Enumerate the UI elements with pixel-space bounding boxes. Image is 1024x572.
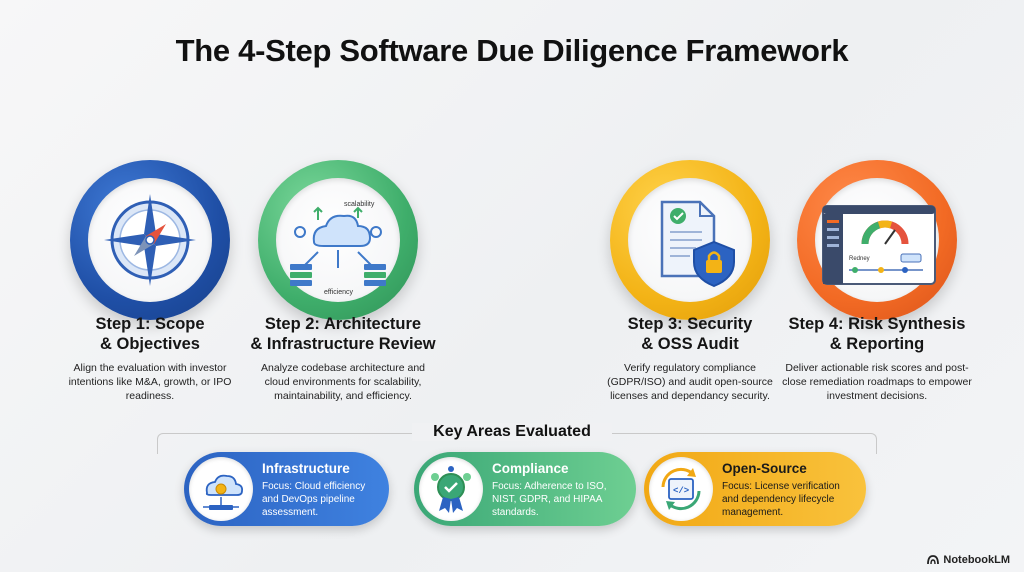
page-title: The 4-Step Software Due Diligence Framew… (175, 33, 849, 68)
brand-label: NotebookLM (943, 554, 1010, 566)
code-cycle-icon: </> (661, 467, 701, 511)
step-4-title: Step 4: Risk Synthesis& Reporting (788, 315, 966, 353)
open-source-desc: Focus: License verification and dependen… (722, 481, 840, 518)
scalability-label: scalability (344, 201, 375, 208)
step-1-desc: Align the evaluation with investor inten… (68, 362, 232, 402)
notebooklm-logo-icon (927, 555, 940, 565)
step-2-ring: scalability efficiency (258, 160, 418, 320)
open-source-title: Open-Source (722, 461, 807, 476)
award-ribbon-icon (431, 466, 471, 513)
dashboard-gauge-icon: Redney (822, 205, 936, 285)
step-1-title: Step 1: Scope& Objectives (95, 315, 205, 353)
document-lock-icon (660, 200, 735, 288)
roadmap-label: Redney (849, 256, 870, 262)
step-4-desc: Deliver actionable risk scores and post-… (782, 362, 972, 402)
brand-footer: NotebookLM (927, 554, 1010, 566)
compass-icon (104, 194, 196, 286)
step-2-desc: Analyze codebase architecture and cloud … (260, 362, 426, 402)
cloud-architecture-icon: scalability efficiency (290, 201, 386, 296)
step-3-desc: Verify regulatory compliance (GDPR/ISO) … (607, 362, 773, 402)
step-2-title: Step 2: Architecture& Infrastructure Rev… (250, 315, 436, 353)
step-3-title: Step 3: Security& OSS Audit (627, 315, 753, 353)
step-3-ring (610, 160, 770, 320)
step-1-ring (70, 160, 230, 320)
key-area-open-source: </> Open-Source Focus: License verificat… (644, 452, 866, 526)
compliance-title: Compliance (492, 461, 569, 476)
step-4-ring: Redney (797, 160, 957, 320)
efficiency-label: efficiency (324, 289, 354, 296)
key-areas-title: Key Areas Evaluated (412, 423, 612, 441)
svg-text:</>: </> (673, 486, 689, 496)
infrastructure-desc: Focus: Cloud efficiency and DevOps pipel… (262, 481, 366, 518)
compliance-desc: Focus: Adherence to ISO, NIST, GDPR, and… (492, 481, 607, 518)
key-area-infrastructure: Infrastructure Focus: Cloud efficiency a… (184, 452, 389, 526)
cloud-gear-icon (203, 474, 244, 510)
infrastructure-title: Infrastructure (262, 461, 350, 476)
key-area-compliance: Compliance Focus: Adherence to ISO, NIST… (414, 452, 636, 526)
